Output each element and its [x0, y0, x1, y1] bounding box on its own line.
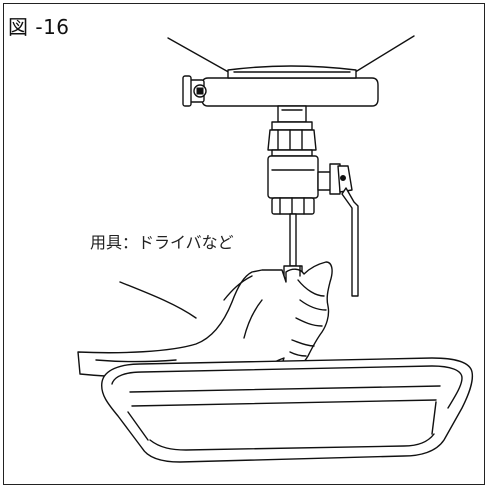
tool-caption: 用具：ドライバなど — [90, 233, 234, 252]
drain-tray-icon — [101, 357, 474, 463]
figure-frame — [3, 3, 485, 485]
ball-valve-icon — [267, 155, 359, 297]
support-lines — [167, 35, 415, 75]
pipe-fitting-icon — [267, 105, 317, 157]
gauge-housing-icon — [182, 65, 379, 107]
figure-number: 図 -16 — [8, 15, 70, 39]
hand-icon — [77, 261, 333, 379]
